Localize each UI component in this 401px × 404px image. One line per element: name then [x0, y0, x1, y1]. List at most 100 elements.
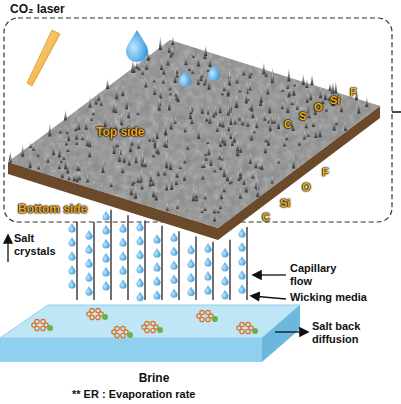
spike — [75, 139, 78, 145]
spike — [155, 187, 158, 201]
wick-fiber — [195, 237, 196, 300]
spike — [168, 96, 171, 110]
spike — [219, 99, 222, 113]
spike — [221, 116, 224, 128]
spike — [229, 128, 232, 139]
water-drop — [119, 223, 126, 232]
spike — [29, 153, 32, 168]
spike — [228, 71, 231, 86]
spike — [186, 142, 189, 150]
spike — [88, 146, 91, 157]
spike — [175, 168, 178, 178]
spike — [86, 135, 89, 147]
wick-fiber — [229, 240, 230, 300]
spike — [207, 66, 210, 71]
salt-ion — [41, 326, 45, 330]
spike — [205, 113, 208, 121]
spike — [223, 132, 226, 146]
spike — [236, 140, 239, 152]
spike — [59, 127, 62, 134]
salt-ion — [121, 333, 125, 337]
element-label: S — [299, 110, 306, 123]
side-label: Bottom side — [18, 203, 87, 217]
spike — [166, 203, 169, 211]
spike — [113, 140, 116, 154]
brine-front — [0, 338, 262, 362]
salt-ion — [115, 326, 119, 330]
spike — [136, 110, 139, 115]
spike — [85, 118, 88, 130]
spike — [160, 58, 163, 70]
spike — [227, 84, 230, 95]
water-drop — [102, 253, 109, 262]
salt-ion — [96, 308, 100, 312]
spike — [158, 96, 161, 110]
spike — [207, 143, 210, 156]
water-drop — [136, 236, 143, 245]
spike — [208, 110, 211, 123]
water-drop — [187, 287, 194, 296]
spike — [255, 117, 258, 129]
spike — [298, 139, 301, 146]
spike — [227, 105, 230, 115]
wick-fiber — [127, 215, 128, 300]
spike — [239, 166, 242, 179]
spike — [92, 110, 95, 115]
spike — [166, 54, 169, 65]
wicking-arrow — [252, 296, 286, 299]
spike — [165, 178, 168, 191]
water-drop — [153, 290, 160, 299]
salt-ion — [35, 319, 39, 323]
capillary-drops — [68, 210, 247, 301]
spike — [204, 151, 207, 156]
spike — [183, 157, 186, 164]
spike — [77, 116, 80, 130]
spike — [273, 117, 276, 124]
spike — [197, 52, 200, 67]
spike — [127, 106, 130, 118]
water-drop — [119, 237, 126, 246]
spike — [152, 151, 155, 157]
spike — [296, 101, 299, 109]
water-drop — [221, 248, 228, 257]
salt-ion — [41, 319, 45, 323]
spike — [174, 68, 177, 83]
spike — [36, 151, 39, 157]
spike — [239, 188, 242, 199]
spike — [216, 123, 219, 131]
wick-fiber — [144, 220, 145, 300]
spike — [245, 89, 248, 104]
spike — [223, 163, 226, 177]
spike — [277, 115, 280, 129]
salt-ion — [145, 321, 149, 325]
spike — [174, 90, 177, 96]
water-drop — [204, 271, 211, 280]
spike — [223, 184, 226, 192]
spike — [46, 154, 49, 162]
spike — [324, 86, 327, 100]
spike — [88, 96, 91, 108]
spike — [314, 125, 317, 138]
spike — [61, 168, 64, 178]
water-drop — [187, 273, 194, 282]
spike — [233, 131, 236, 142]
spike — [335, 119, 338, 125]
salt-ion — [121, 326, 125, 330]
water-drop — [85, 286, 92, 295]
spike — [125, 94, 128, 109]
spike — [226, 169, 229, 181]
water-drop — [136, 278, 143, 287]
footnote: ** ER : Evaporation rate — [72, 388, 195, 401]
spike — [147, 54, 150, 59]
salt-ion — [206, 317, 210, 321]
brine-slab: Brine — [0, 305, 308, 385]
callout-label: Capillary flow — [290, 262, 352, 287]
spike — [76, 170, 79, 182]
water-drop — [204, 257, 211, 266]
water-drop — [85, 244, 92, 253]
spike — [310, 74, 313, 86]
water-drop — [119, 251, 126, 260]
element-label: F — [350, 86, 357, 99]
spike — [287, 68, 290, 82]
spike — [219, 117, 222, 127]
